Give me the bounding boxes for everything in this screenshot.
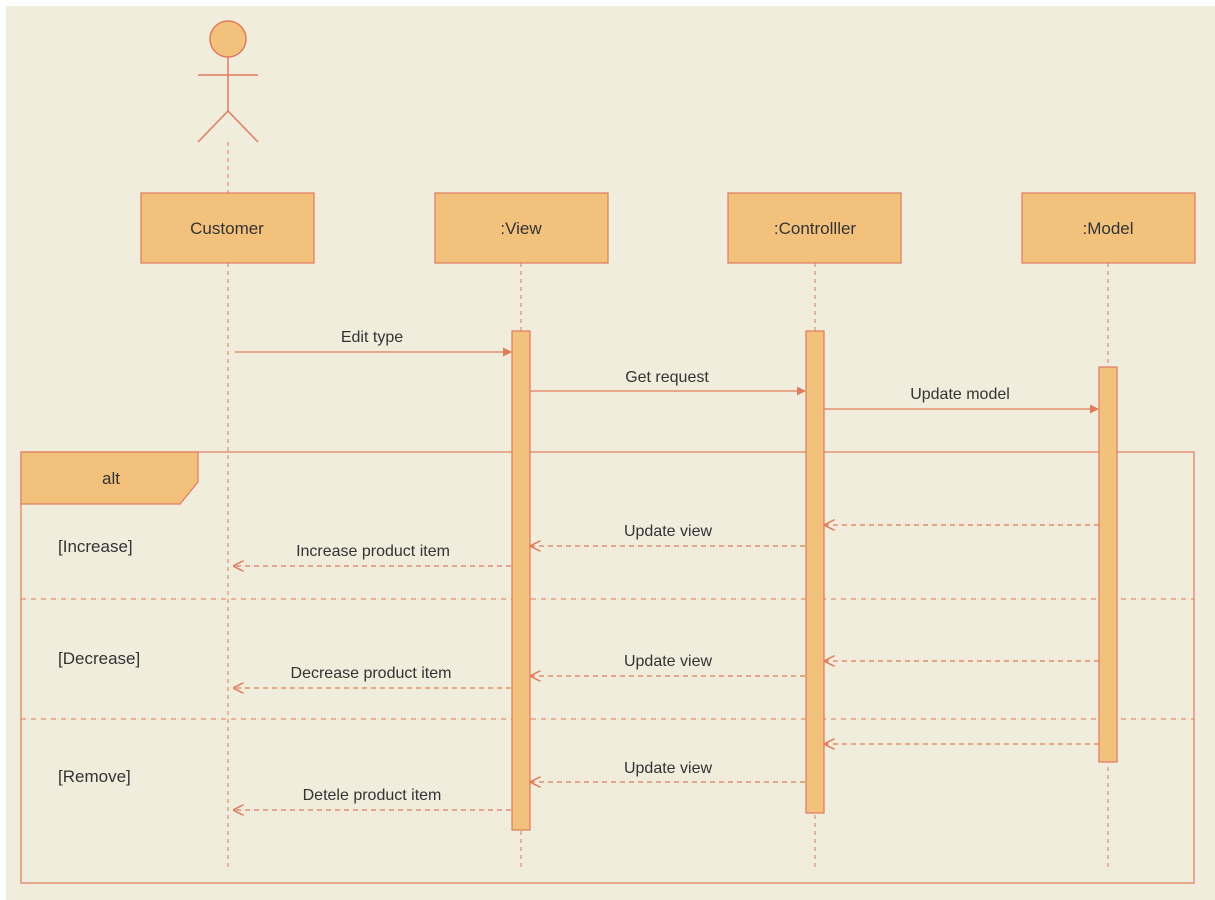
lifeline-label-controller: :Controlller [774,219,857,238]
lifeline-label-customer: Customer [190,219,264,238]
guard-decrease: [Decrease] [58,649,140,668]
message-label-get-request: Get request [625,369,709,386]
message-label-update-view-increase: Update view [624,523,712,540]
lifeline-label-view: :View [500,219,542,238]
lifeline-box-customer[interactable]: Customer [140,192,315,264]
lifeline-box-controller[interactable]: :Controlller [727,192,902,264]
alt-fragment-frame [20,451,1195,884]
alt-operator-tab [20,451,199,505]
message-label-update-view-decrease: Update view [624,653,712,670]
message-update-view-increase[interactable]: Update view [531,523,805,546]
lifeline-box-view[interactable]: :View [434,192,609,264]
message-delete-product-item[interactable]: Detele product item [234,787,511,810]
actor-figure[interactable] [197,20,259,143]
message-update-model[interactable]: Update model [824,386,1099,414]
message-decrease-product-item[interactable]: Decrease product item [234,665,511,688]
actor-head [209,20,247,58]
message-edit-type[interactable]: Edit type [235,329,512,357]
lifeline-label-model: :Model [1082,219,1133,238]
message-label-update-model: Update model [910,386,1010,403]
guard-increase: [Increase] [58,537,133,556]
message-label-delete-product-item: Detele product item [303,787,442,804]
alt-operator-label: alt [102,469,120,488]
message-update-view-decrease[interactable]: Update view [531,653,805,676]
activation-view [511,330,531,831]
message-label-update-view-remove: Update view [624,760,712,777]
actor-right-leg [227,110,259,143]
alt-fragment[interactable]: alt [Increase] [Decrease] [Remove] [20,451,1195,884]
lifeline-box-model[interactable]: :Model [1021,192,1196,264]
message-label-edit-type: Edit type [341,329,403,346]
message-update-view-remove[interactable]: Update view [531,760,805,782]
message-increase-product-item[interactable]: Increase product item [234,543,511,566]
activation-model [1098,366,1118,763]
actor-left-leg [197,110,229,143]
message-label-increase-product-item: Increase product item [296,543,450,560]
guard-remove: [Remove] [58,767,131,786]
activation-controller [805,330,825,814]
message-label-decrease-product-item: Decrease product item [291,665,452,682]
canvas-background [6,6,1215,900]
message-get-request[interactable]: Get request [530,369,806,396]
